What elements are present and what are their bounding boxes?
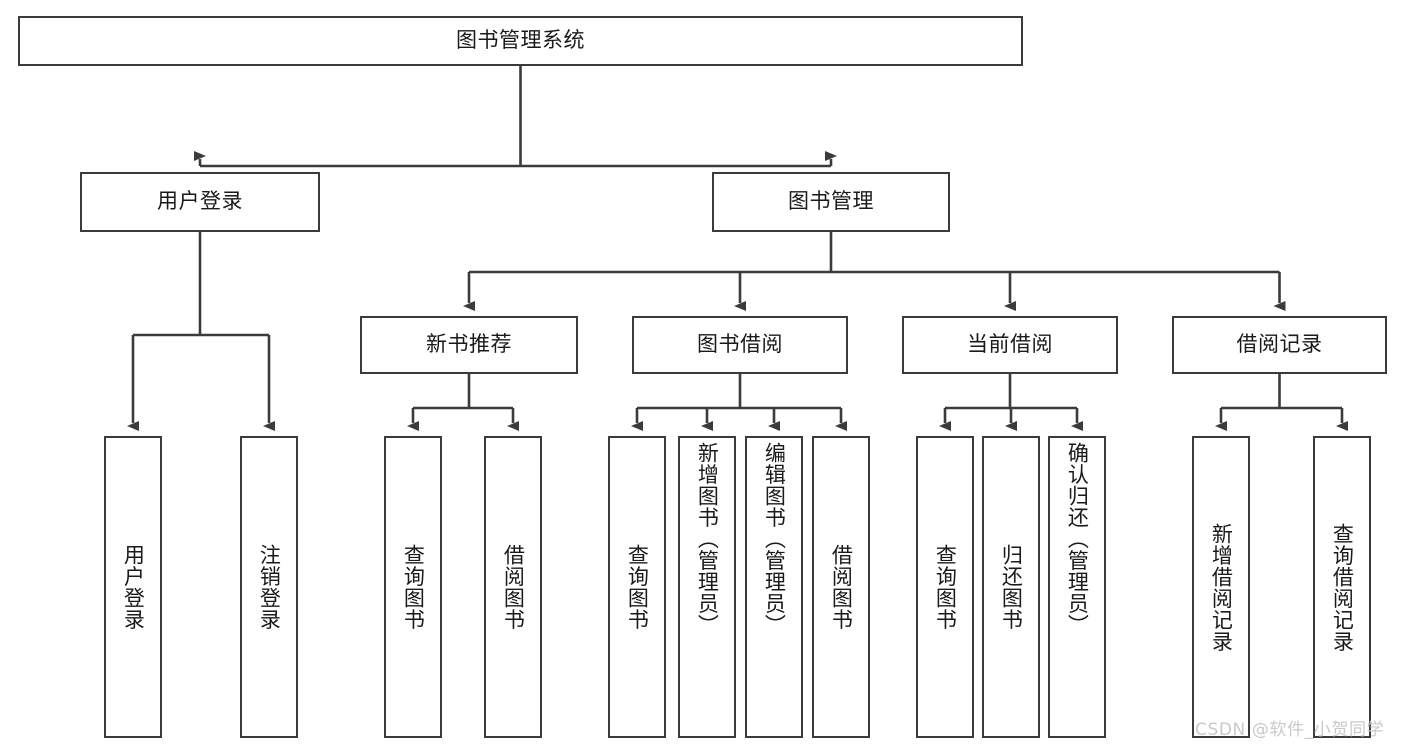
node-user-login[interactable]: 用户登录 — [80, 172, 320, 232]
node-leaf-confirm-return[interactable]: 确认归还（管理员） — [1048, 436, 1106, 738]
node-label: 新书推荐 — [426, 332, 512, 357]
node-label: 用户登录 — [121, 544, 146, 630]
node-label: 编辑图书（管理员） — [762, 442, 787, 636]
node-label: 新增借阅记录 — [1209, 522, 1234, 652]
node-current-borrow[interactable]: 当前借阅 — [902, 316, 1118, 374]
node-book-manage[interactable]: 图书管理 — [712, 172, 950, 232]
node-label: 图书管理系统 — [456, 28, 585, 53]
node-leaf-add-book[interactable]: 新增图书（管理员） — [678, 436, 736, 738]
node-label: 确认归还（管理员） — [1065, 442, 1090, 636]
node-book-borrow[interactable]: 图书借阅 — [632, 316, 848, 374]
node-leaf-edit-book[interactable]: 编辑图书（管理员） — [745, 436, 803, 738]
node-leaf-logout[interactable]: 注销登录 — [240, 436, 298, 738]
node-label: 注销登录 — [257, 544, 282, 630]
node-label: 查询图书 — [401, 544, 426, 630]
node-leaf-query-record[interactable]: 查询借阅记录 — [1313, 436, 1371, 738]
watermark-text: CSDN @软件_小贺同学 — [1195, 720, 1385, 740]
node-label: 图书借阅 — [697, 332, 783, 357]
node-label: 查询图书 — [933, 544, 958, 630]
node-label: 当前借阅 — [967, 332, 1053, 357]
node-label: 查询图书 — [625, 544, 650, 630]
node-leaf-add-record[interactable]: 新增借阅记录 — [1192, 436, 1250, 738]
node-label: 借阅图书 — [501, 544, 526, 630]
node-label: 用户登录 — [157, 189, 243, 214]
node-label: 借阅图书 — [829, 544, 854, 630]
node-leaf-query-book-borrow[interactable]: 查询图书 — [608, 436, 666, 738]
node-leaf-return-book[interactable]: 归还图书 — [982, 436, 1040, 738]
node-new-book-rec[interactable]: 新书推荐 — [360, 316, 578, 374]
node-leaf-query-book-rec[interactable]: 查询图书 — [384, 436, 442, 738]
node-leaf-borrow-book[interactable]: 借阅图书 — [812, 436, 870, 738]
node-leaf-borrow-book-rec[interactable]: 借阅图书 — [484, 436, 542, 738]
node-leaf-user-login[interactable]: 用户登录 — [104, 436, 162, 738]
node-label: 查询借阅记录 — [1330, 522, 1355, 652]
node-root[interactable]: 图书管理系统 — [18, 16, 1023, 66]
node-borrow-record[interactable]: 借阅记录 — [1172, 316, 1387, 374]
node-label: 借阅记录 — [1236, 332, 1323, 357]
node-leaf-query-book-cur[interactable]: 查询图书 — [916, 436, 974, 738]
node-label: 新增图书（管理员） — [695, 442, 720, 636]
node-label: 图书管理 — [788, 189, 874, 214]
node-label: 归还图书 — [999, 544, 1024, 630]
